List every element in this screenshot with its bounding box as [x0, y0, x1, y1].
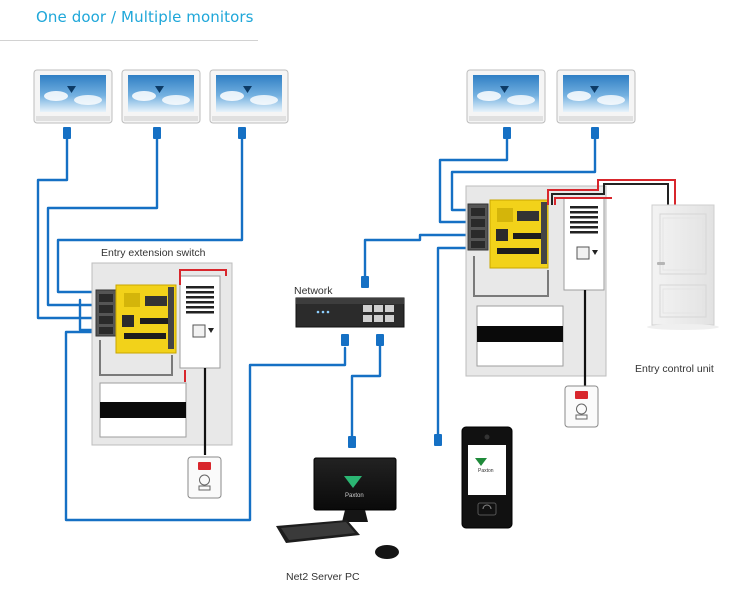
panel-brand-label: Paxton: [478, 468, 494, 474]
monitor-1: [33, 69, 113, 124]
network-switch: [295, 297, 405, 328]
right-enclosure: [465, 185, 607, 386]
monitor-2: [121, 69, 201, 124]
title-underline: [0, 40, 258, 41]
left-enclosure: [91, 262, 233, 455]
left-exit-button: [187, 456, 222, 499]
right-exit-button: [564, 385, 599, 428]
server-pc: Paxton: [276, 457, 399, 559]
monitor-3: [209, 69, 289, 124]
pc-brand-label: Paxton: [345, 493, 364, 499]
server-pc-label: Net2 Server PC: [286, 571, 360, 583]
network-label: Network: [294, 285, 333, 297]
video-entry-panel: Paxton: [461, 426, 513, 529]
network-cables: [36, 131, 597, 522]
door: [647, 204, 719, 330]
cable-connectors: [63, 127, 599, 448]
monitor-4: [466, 69, 546, 124]
diagram-title: One door / Multiple monitors: [36, 8, 254, 26]
entry-control-unit-label: Entry control unit: [635, 363, 714, 375]
monitor-5: [556, 69, 636, 124]
lock-wiring: [547, 179, 676, 205]
entry-extension-switch-label: Entry extension switch: [101, 247, 206, 259]
